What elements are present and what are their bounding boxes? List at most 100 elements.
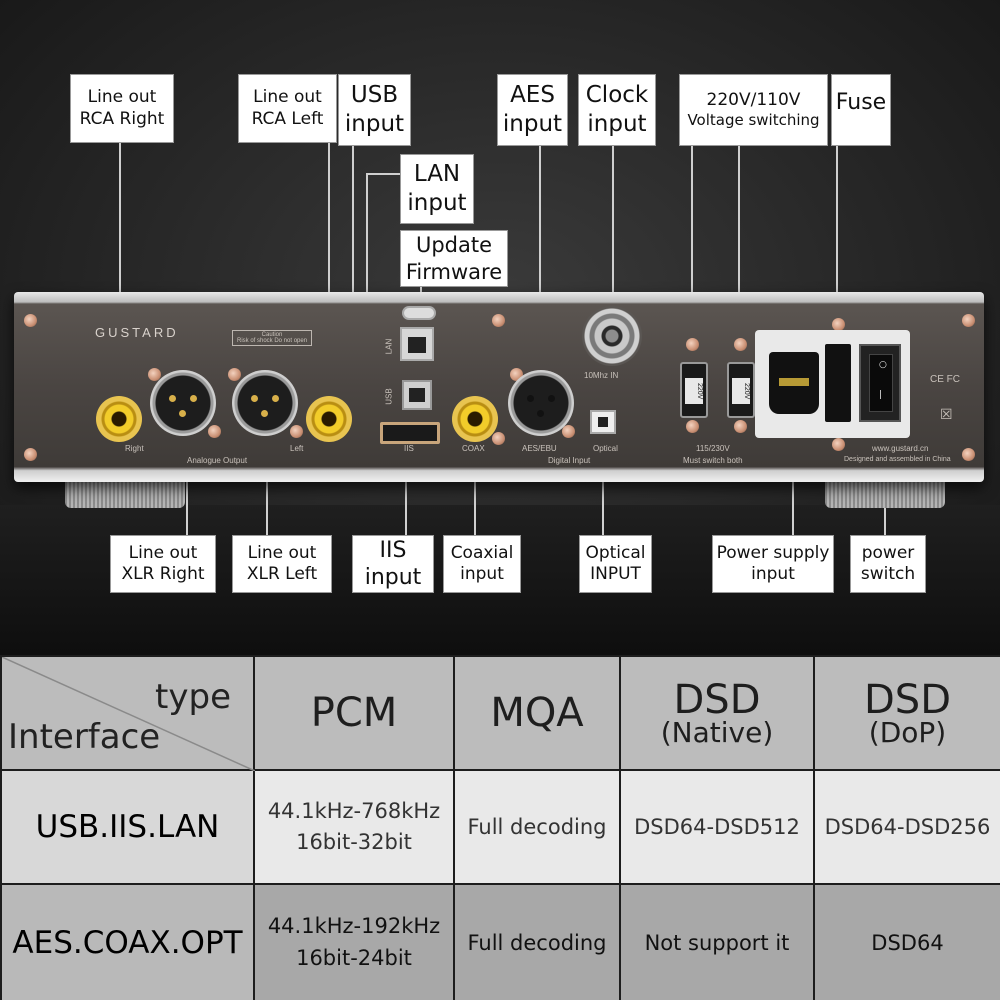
screw	[832, 318, 845, 331]
callout-xlr-right-line2: XLR Right	[121, 564, 205, 584]
cert-marks: CE FC	[930, 374, 960, 385]
callout-coax: Coaxial input	[443, 535, 521, 593]
screw	[686, 420, 699, 433]
leader-xlr-left	[266, 430, 268, 535]
callout-power-input-line2: input	[751, 564, 795, 584]
cell-dsd-native: DSD64-DSD512	[619, 769, 815, 885]
callout-usb: USB input	[338, 74, 411, 146]
rca-left-jack[interactable]	[306, 396, 352, 442]
voltage-switch-2-label: 220V	[732, 378, 750, 404]
iis-hdmi-port[interactable]	[380, 422, 440, 444]
callout-clock: Clock input	[578, 74, 656, 146]
leader-aes	[539, 146, 541, 376]
callout-optical-line2: INPUT	[590, 564, 641, 584]
leader-iis	[405, 440, 407, 535]
device-foot-right	[825, 480, 945, 508]
callout-power-input-line1: Power supply	[716, 542, 830, 563]
aes-xlr-jack[interactable]	[508, 370, 574, 436]
callout-clock-line1: Clock	[585, 82, 649, 109]
callout-power-switch-line2: switch	[860, 564, 916, 584]
row-interface-usb-iis-lan: USB.IIS.LAN	[0, 769, 255, 885]
header-dsd-dop-sub: (DoP)	[868, 715, 947, 749]
cell-pcm: 44.1kHz-192kHz 16bit-24bit	[253, 883, 455, 1000]
callout-optical-line1: Optical	[585, 542, 646, 563]
silk-optical: Optical	[593, 444, 618, 453]
callout-coax-line1: Coaxial	[450, 542, 514, 563]
lan-port[interactable]	[400, 327, 434, 361]
header-dsd-native: DSD (Native)	[619, 655, 815, 771]
rca-right-jack[interactable]	[96, 396, 142, 442]
optical-port[interactable]	[590, 410, 616, 434]
callout-usb-line1: USB	[350, 82, 399, 109]
cell-pcm: 44.1kHz-768kHz 16bit-32bit	[253, 769, 455, 885]
fuse-holder[interactable]	[825, 344, 851, 422]
callout-coax-line2: input	[460, 564, 504, 584]
weee-icon: ☒	[940, 406, 953, 422]
screw	[208, 425, 221, 438]
leader-voltage-2	[738, 146, 740, 366]
callout-xlr-right: Line out XLR Right	[110, 535, 216, 593]
corner-type-label: type	[155, 677, 231, 717]
callout-rca-right-line1: Line out	[87, 87, 157, 108]
callout-firmware: Update Firmware	[400, 230, 508, 287]
callout-fuse: Fuse	[831, 74, 891, 146]
voltage-switch-1-label: 220V	[685, 378, 703, 404]
silk-digital-input: Digital Input	[548, 456, 591, 465]
silk-right: Right	[125, 444, 144, 453]
cell-mqa: Full decoding	[453, 883, 621, 1000]
leader-optical	[602, 430, 604, 535]
silk-aes-ebu: AES/EBU	[522, 444, 557, 453]
cell-pcm-rate: 44.1kHz-768kHz	[267, 798, 441, 823]
usb-c-firmware-port[interactable]	[402, 306, 436, 320]
callout-lan-line2: input	[407, 190, 467, 216]
xlr-right-jack[interactable]	[150, 370, 216, 436]
cell-dsd-dop: DSD64	[813, 883, 1000, 1000]
screw	[492, 314, 505, 327]
caution-text: Risk of shock Do not open	[237, 338, 308, 344]
callout-voltage-line1: 220V/110V	[706, 90, 801, 110]
table-row: USB.IIS.LAN 44.1kHz-768kHz 16bit-32bit F…	[0, 769, 1000, 885]
callout-power-input: Power supply input	[712, 535, 834, 593]
cell-pcm-bits: 16bit-32bit	[296, 830, 412, 854]
silk-iis: IIS	[404, 444, 414, 453]
callout-rca-left: Line out RCA Left	[238, 74, 337, 143]
screw	[562, 425, 575, 438]
power-rocker-switch[interactable]: ○ |	[859, 344, 901, 422]
xlr-left-jack[interactable]	[232, 370, 298, 436]
leader-coax	[474, 430, 476, 535]
callout-voltage-line2: Voltage switching	[687, 111, 820, 130]
callout-usb-line2: input	[344, 111, 405, 137]
header-pcm-main: PCM	[310, 690, 398, 736]
header-dsd-native-main: DSD	[673, 676, 761, 723]
silk-must-switch: Must switch both	[683, 456, 743, 465]
coaxial-jack[interactable]	[452, 396, 498, 442]
power-off-icon: |	[879, 390, 883, 400]
corner-diagonal	[2, 657, 255, 771]
usb-b-port[interactable]	[402, 380, 432, 410]
callout-xlr-right-line1: Line out	[128, 542, 198, 563]
callout-power-switch-line1: power	[861, 542, 915, 563]
brand-logo: GUSTARD	[95, 325, 179, 340]
silk-clock-in: 10Mhz IN	[584, 371, 619, 380]
leader-rca-right	[119, 143, 121, 393]
header-mqa-main: MQA	[490, 690, 584, 736]
silk-analogue-output: Analogue Output	[187, 456, 248, 465]
clock-bnc-jack[interactable]	[582, 306, 642, 366]
callout-firmware-line1: Update	[415, 233, 493, 258]
callout-fuse-line1: Fuse	[835, 90, 887, 115]
cell-pcm-bits: 16bit-24bit	[296, 945, 412, 970]
callout-iis: IIS input	[352, 535, 434, 593]
callout-lan: LAN input	[400, 154, 474, 224]
caution-title: Caution	[261, 332, 283, 338]
callout-firmware-line2: Firmware	[405, 259, 503, 284]
callout-rca-right: Line out RCA Right	[70, 74, 174, 143]
power-inlet[interactable]	[769, 352, 819, 414]
format-support-table: type Interface PCM MQA DSD (Native) DSD …	[0, 655, 1000, 1000]
screw	[734, 420, 747, 433]
cell-mqa: Full decoding	[453, 769, 621, 885]
voltage-switch-1[interactable]: 220V	[680, 362, 708, 418]
leader-voltage-1	[691, 146, 693, 366]
voltage-switch-2[interactable]: 220V	[727, 362, 755, 418]
leader-lan	[366, 173, 368, 343]
callout-aes-line1: AES	[510, 82, 555, 109]
